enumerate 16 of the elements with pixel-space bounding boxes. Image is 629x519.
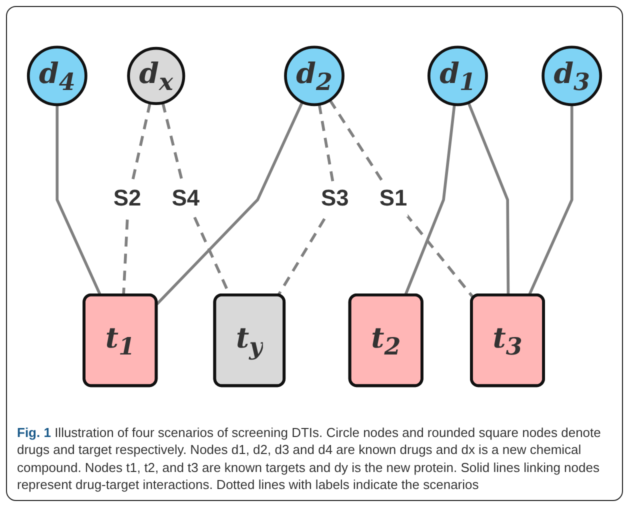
connector (467, 102, 510, 296)
connector (156, 102, 304, 306)
edge-label: S3 (320, 187, 349, 212)
connector (528, 104, 574, 296)
figure-caption: Fig. 1 Illustration of four scenarios of screening DTIs. Circle nodes and rounded square nodes denote drugs and target respectively. Nodes d1, d2, d3 and d4 are known drugs and dx is a new chemical compound. Nodes t1, t2, and t3 are known targets and dy is the new protein. Solid lines linking nodes represent drug-target interactions. Dotted lines with labels indicate the scenarios (17, 424, 602, 494)
edge-label: S2 (113, 187, 142, 212)
connector (328, 99, 475, 300)
connector (404, 104, 456, 296)
node-circle: d$_{1}$ (428, 46, 488, 106)
node-circle: d$_{x}$ (127, 46, 186, 105)
node-circle: d$_{3}$ (542, 46, 602, 106)
node-circle: d$_{2}$ (284, 46, 344, 106)
edge-label: S1 (379, 187, 408, 212)
node-circle: d$_{4}$ (26, 46, 88, 106)
connector (56, 104, 102, 296)
edge-label: S4 (172, 187, 200, 212)
